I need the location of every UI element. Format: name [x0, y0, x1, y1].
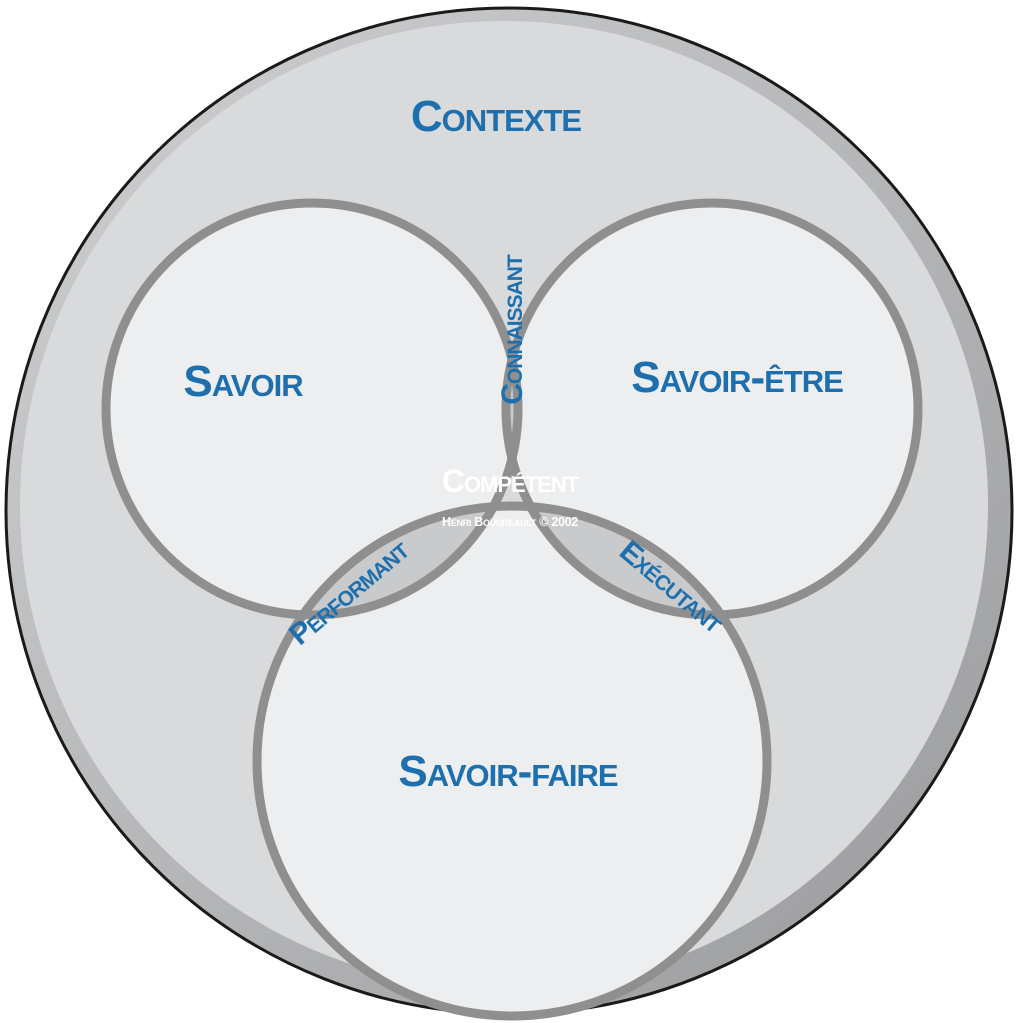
- savoir-etre-circle: [506, 203, 918, 615]
- contexte-label: Contexte: [411, 92, 582, 141]
- savoir-faire-label: Savoir-faire: [398, 747, 617, 796]
- connaissant-label: Connaissant: [496, 254, 529, 405]
- savoir-faire-circle: [257, 506, 767, 1016]
- savoir-etre-label: Savoir-être: [631, 353, 843, 402]
- savoir-etre-circle-outline: [501, 198, 923, 620]
- competent-label: Compétent: [442, 463, 580, 499]
- savoir-label: Savoir: [183, 357, 303, 406]
- savoir-faire-circle-outline: [252, 501, 772, 1021]
- author-credit: Henri Boudreault © 2002: [442, 515, 578, 529]
- savoir-circle-outline: [101, 198, 523, 620]
- savoir-circle: [106, 203, 518, 615]
